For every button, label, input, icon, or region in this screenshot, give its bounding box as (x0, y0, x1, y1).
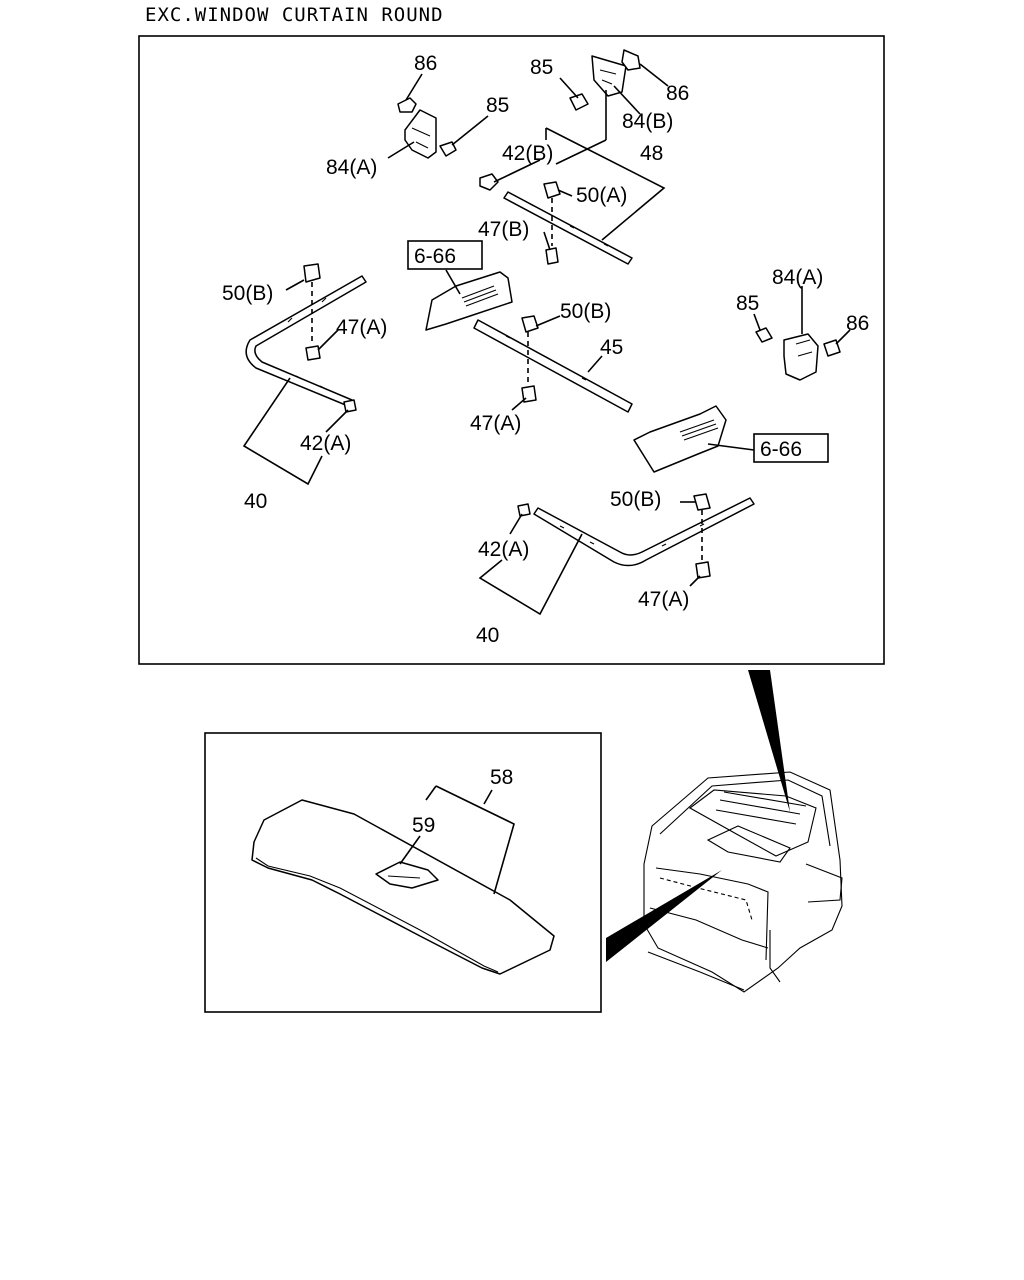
callout-85: 85 (486, 94, 509, 117)
callout-84b: 84(B) (622, 110, 673, 133)
callout-47b: 47(B) (478, 218, 529, 241)
callout-84a: 84(A) (326, 156, 377, 179)
clip-50b-center (521, 315, 539, 333)
ref-6-66-a: 6-66 (414, 245, 456, 268)
callout-86: 86 (414, 52, 437, 75)
clip-50b-left (303, 263, 321, 283)
callout-84a-right: 84(A) (772, 266, 823, 289)
screw-47a-right (695, 561, 711, 579)
rail-48 (503, 191, 633, 265)
callout-47a: 47(A) (336, 316, 387, 339)
bracket-84b (569, 49, 641, 111)
trim-panel-upper (425, 271, 513, 331)
callout-40-right: 40 (476, 624, 499, 647)
clip-86-left (397, 97, 417, 113)
ref-box-2 (753, 433, 829, 463)
callout-40: 40 (244, 490, 267, 513)
clip-42a-left (343, 399, 357, 413)
callout-42b: 42(B) (502, 142, 553, 165)
bracket-84a-right (755, 327, 841, 381)
callout-45: 45 (600, 336, 623, 359)
screw-85-right-b (755, 327, 773, 343)
callout-50b-right: 50(B) (610, 488, 661, 511)
callout-59: 59 (412, 814, 435, 837)
handle-59 (375, 861, 439, 889)
clip-50b-right (693, 493, 711, 511)
diagram-heading: EXC.WINDOW CURTAIN ROUND (145, 4, 444, 26)
callout-48: 48 (640, 142, 663, 165)
callout-47a-center: 47(A) (470, 412, 521, 435)
bracket-84a-left (397, 97, 457, 159)
clip-42b (479, 173, 499, 191)
callout-47a-right: 47(A) (638, 588, 689, 611)
ref-6-66-b: 6-66 (760, 438, 802, 461)
callout-42a-right: 42(A) (478, 538, 529, 561)
rail-40-right (533, 497, 755, 567)
vehicle-cabin (643, 771, 843, 993)
detail-frame (204, 732, 602, 1013)
trim-panel-lower (633, 405, 727, 473)
callout-50b-center: 50(B) (560, 300, 611, 323)
screw-47b (545, 247, 559, 265)
clip-42a-right (517, 503, 531, 517)
ref-box-1 (407, 240, 483, 270)
callout-50b: 50(B) (222, 282, 273, 305)
callout-85-b: 85 (530, 56, 553, 79)
callout-58: 58 (490, 766, 513, 789)
pointer-wedge-top (748, 670, 790, 812)
screw-47a-left (305, 345, 321, 361)
callout-86-right: 86 (846, 312, 869, 335)
callout-42a: 42(A) (300, 432, 351, 455)
rail-45 (473, 319, 633, 413)
callout-85-right: 85 (736, 292, 759, 315)
main-frame (138, 35, 885, 665)
pointer-wedge-bottom (606, 870, 722, 962)
clip-86-right (621, 49, 641, 71)
screw-85-right (569, 93, 589, 111)
screw-85-left (439, 141, 457, 157)
clip-50a (543, 181, 561, 199)
callout-50a: 50(A) (576, 184, 627, 207)
callout-86-b: 86 (666, 82, 689, 105)
